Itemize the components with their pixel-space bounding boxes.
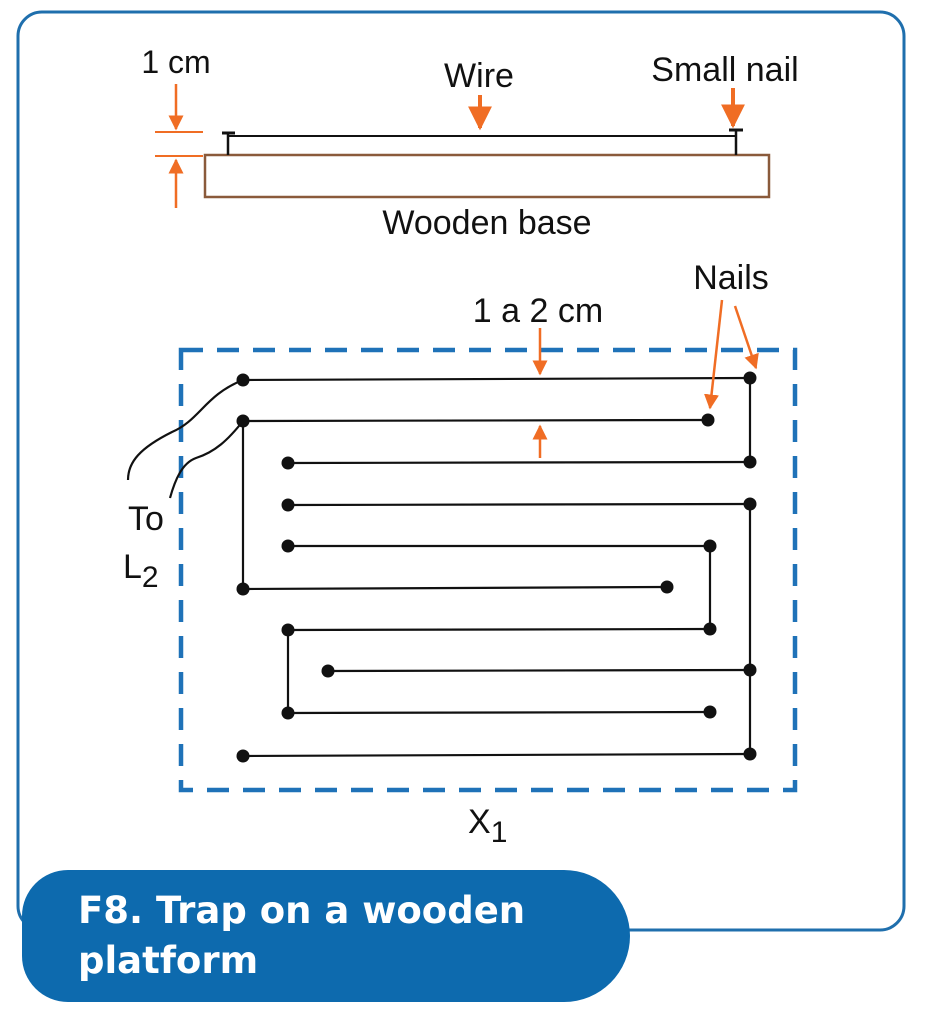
nail-dots bbox=[236, 371, 757, 763]
nail-dot bbox=[703, 622, 717, 636]
small-nail-label: Small nail bbox=[651, 51, 798, 89]
caption-line-1: F8. Trap on a wooden bbox=[78, 889, 526, 932]
spacing-label: 1 a 2 cm bbox=[473, 292, 603, 330]
height-label: 1 cm bbox=[141, 44, 210, 80]
wire-strand bbox=[287, 627, 711, 632]
nail-dot bbox=[281, 456, 295, 470]
nail-dot bbox=[743, 371, 757, 385]
wire-strand bbox=[242, 585, 668, 591]
small-nail-right bbox=[729, 128, 743, 155]
platform-outline bbox=[178, 347, 798, 793]
nail-dot bbox=[743, 455, 757, 469]
height-dimension bbox=[155, 84, 203, 208]
x1-label: X1 bbox=[468, 803, 507, 849]
nail-dot bbox=[743, 497, 757, 511]
lead-wire-top bbox=[126, 378, 244, 481]
wire-strand bbox=[327, 668, 751, 673]
nail-dot bbox=[743, 663, 757, 677]
outer-frame bbox=[16, 10, 906, 932]
nail-dot bbox=[236, 749, 250, 763]
wire-grid bbox=[241, 376, 752, 758]
wire-strand bbox=[287, 710, 711, 715]
small-nail-left bbox=[222, 131, 235, 155]
l2-label: L2 bbox=[123, 548, 159, 594]
nails-arrow-left bbox=[704, 299, 724, 410]
nails-label: Nails bbox=[693, 259, 769, 297]
lead-wire-bottom bbox=[168, 420, 244, 499]
nail-dot bbox=[743, 747, 757, 761]
nail-dot bbox=[281, 498, 295, 512]
nail-dot bbox=[281, 539, 295, 553]
wire-label: Wire bbox=[444, 57, 514, 95]
nail-dot bbox=[703, 539, 717, 553]
wire-strand bbox=[242, 418, 709, 423]
nail-dot bbox=[281, 623, 295, 637]
nail-dot bbox=[236, 582, 250, 596]
caption-line-2: platform bbox=[78, 939, 259, 982]
wooden-base-label: Wooden base bbox=[382, 204, 591, 242]
nail-dot bbox=[660, 580, 674, 594]
nail-dot bbox=[701, 413, 715, 427]
to-label: To bbox=[128, 500, 164, 538]
wire-strand bbox=[242, 376, 751, 382]
nail-dot bbox=[281, 706, 295, 720]
nail-dot bbox=[703, 705, 717, 719]
wire-strand bbox=[287, 502, 751, 507]
wire-strand bbox=[287, 460, 751, 465]
nail-dot bbox=[321, 664, 335, 678]
top-view: Nails 1 a 2 cm To L2 X1 bbox=[123, 259, 798, 849]
nails-arrow-right bbox=[733, 305, 759, 370]
wooden-base bbox=[203, 153, 771, 199]
wire-strand bbox=[242, 752, 751, 758]
side-view: 1 cm Wire Small nail Wooden base bbox=[141, 44, 798, 242]
figure-caption: F8. Trap on a wooden platform bbox=[22, 870, 630, 1002]
